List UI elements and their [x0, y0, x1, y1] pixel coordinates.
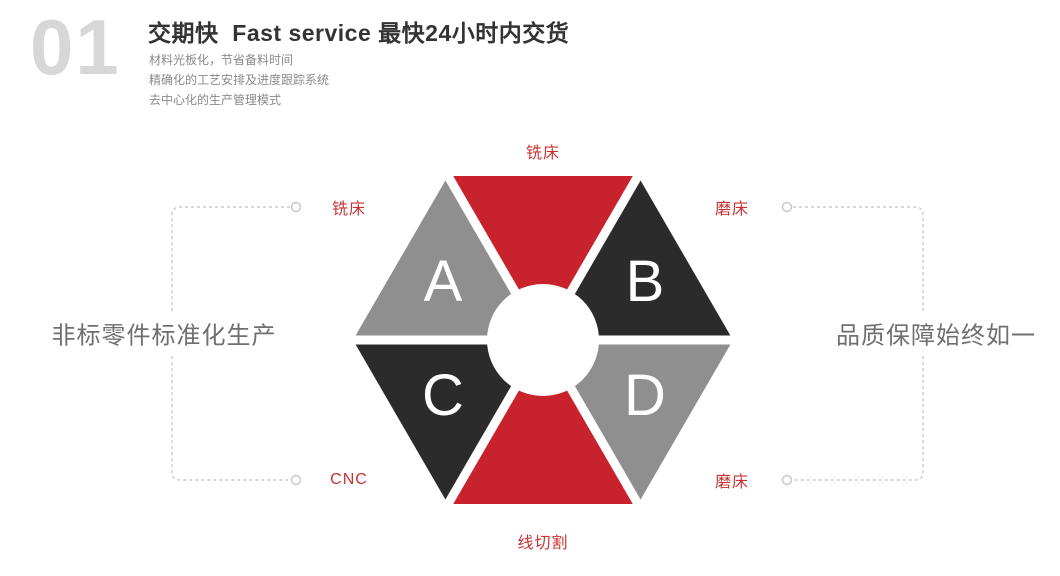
- feature-bullet: 精确化的工艺安排及进度跟踪系统: [149, 73, 330, 87]
- label-lower-right-grinding: 磨床: [714, 474, 750, 491]
- letter-a: A: [424, 249, 463, 314]
- label-upper-left-milling: 铣床: [331, 201, 367, 218]
- connector-dot: [781, 474, 793, 486]
- segment-c-cnc: [353, 340, 543, 504]
- letter-d: D: [624, 363, 666, 428]
- feature-bullet: 材料光板化，节省备料时间: [149, 53, 294, 67]
- left-caption: 非标零件标准化生产: [45, 311, 283, 355]
- segment-bottom-wirecut: [448, 340, 638, 504]
- segment-d-grinding: [543, 340, 733, 504]
- center-circle: [487, 284, 599, 396]
- letter-b: B: [626, 249, 665, 314]
- label-top-milling: 铣床: [525, 145, 561, 162]
- segment-top-milling: [448, 176, 638, 340]
- connector-dot: [781, 201, 793, 213]
- section-title: 交期快 Fast service 最快24小时内交货: [148, 20, 570, 46]
- right-caption: 品质保障始终如一: [830, 311, 1042, 355]
- label-upper-right-grinding: 磨床: [714, 201, 750, 218]
- connector-dot: [290, 474, 302, 486]
- section-number: 01: [30, 3, 121, 91]
- letter-c: C: [422, 363, 464, 428]
- label-lower-left-cnc: CNC: [330, 471, 368, 488]
- label-bottom-wirecut: 线切割: [517, 535, 569, 552]
- segment-a-milling: [353, 176, 543, 340]
- feature-bullet: 去中心化的生产管理模式: [149, 93, 282, 107]
- feature-bullet-list: 材料光板化，节省备料时间 精确化的工艺安排及进度跟踪系统 去中心化的生产管理模式: [149, 50, 329, 110]
- connector-dot: [290, 201, 302, 213]
- segment-b-grinding: [543, 176, 733, 340]
